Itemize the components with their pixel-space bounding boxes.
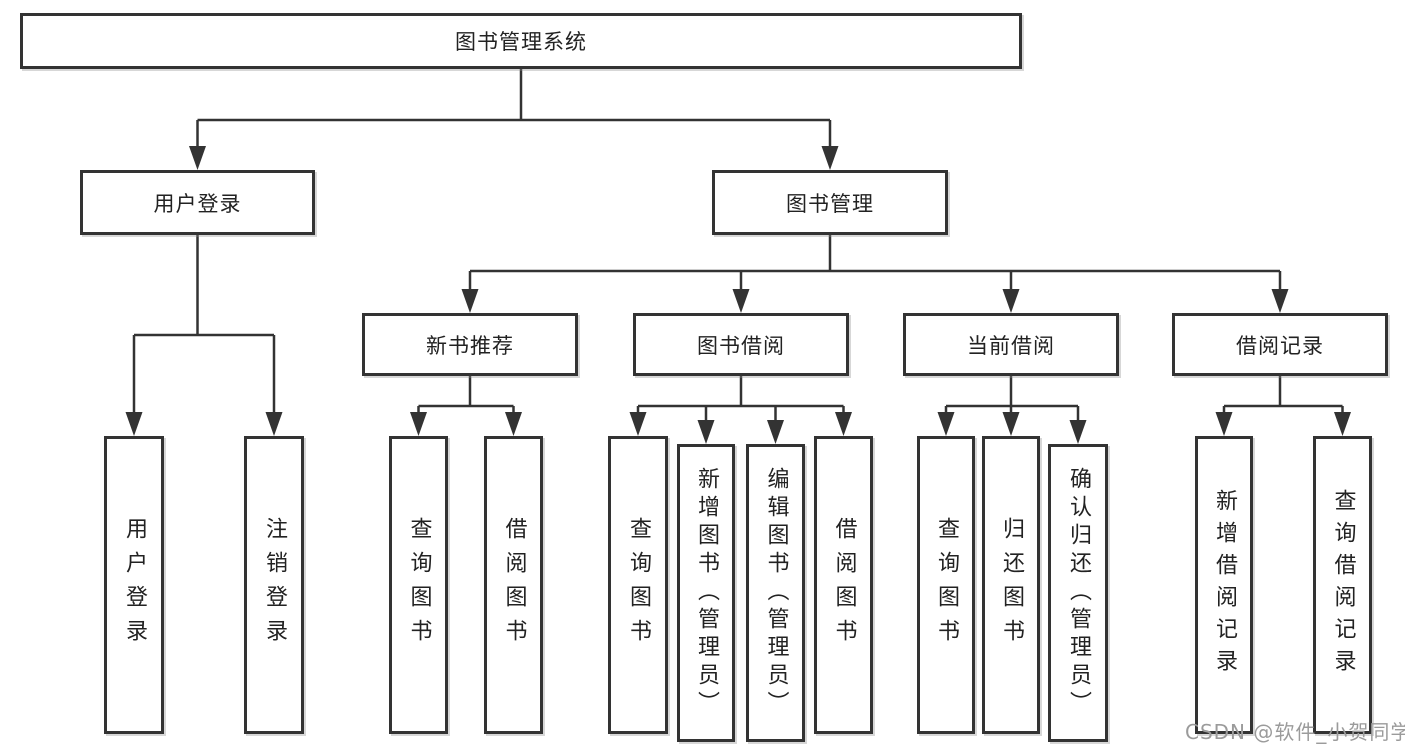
node-leaf-borrow-books-2-label: 借阅图书 — [831, 517, 857, 653]
node-book-management: 图书管理 — [712, 170, 948, 235]
node-leaf-return-books: 归还图书 — [982, 436, 1040, 734]
node-book-borrowing: 图书借阅 — [633, 313, 849, 376]
node-leaf-query-borrow-record-label: 查询借阅记录 — [1330, 489, 1356, 681]
node-leaf-logout-label: 注销登录 — [262, 517, 287, 653]
node-new-book-recommend-label: 新书推荐 — [426, 333, 514, 358]
node-leaf-edit-books-admin: 编辑图书（管理员） — [746, 444, 805, 742]
node-root-label: 图书管理系统 — [455, 30, 587, 54]
node-new-book-recommend: 新书推荐 — [362, 313, 578, 376]
node-book-management-label: 图书管理 — [786, 191, 874, 216]
node-leaf-query-books-3: 查询图书 — [917, 436, 975, 734]
csdn-watermark: CSDN @软件_小贺同学 — [1185, 720, 1405, 744]
node-leaf-borrow-books-1-label: 借阅图书 — [501, 517, 527, 653]
node-leaf-edit-books-admin-label: 编辑图书（管理员） — [763, 467, 789, 719]
node-leaf-add-borrow-record: 新增借阅记录 — [1195, 436, 1253, 734]
node-user-login-label: 用户登录 — [153, 191, 242, 216]
node-leaf-confirm-return-admin: 确认归还（管理员） — [1048, 444, 1108, 742]
node-root: 图书管理系统 — [20, 13, 1022, 69]
node-leaf-query-borrow-record: 查询借阅记录 — [1313, 436, 1372, 734]
node-leaf-query-books-1: 查询图书 — [389, 436, 448, 734]
node-leaf-confirm-return-admin-label: 确认归还（管理员） — [1066, 467, 1091, 719]
node-leaf-logout: 注销登录 — [244, 436, 304, 734]
node-user-login: 用户登录 — [80, 170, 315, 235]
node-borrowing-records-label: 借阅记录 — [1236, 333, 1324, 358]
node-leaf-query-books-3-label: 查询图书 — [934, 517, 959, 653]
node-leaf-add-borrow-record-label: 新增借阅记录 — [1212, 489, 1237, 681]
node-leaf-borrow-books-1: 借阅图书 — [484, 436, 543, 734]
node-current-borrowing-label: 当前借阅 — [967, 333, 1055, 358]
node-current-borrowing: 当前借阅 — [903, 313, 1119, 376]
node-leaf-user-login: 用户登录 — [104, 436, 164, 734]
node-leaf-query-books-2: 查询图书 — [608, 436, 668, 734]
node-book-borrowing-label: 图书借阅 — [697, 333, 785, 358]
node-leaf-query-books-2-label: 查询图书 — [626, 517, 651, 653]
node-leaf-borrow-books-2: 借阅图书 — [814, 436, 873, 734]
node-borrowing-records: 借阅记录 — [1172, 313, 1388, 376]
node-leaf-return-books-label: 归还图书 — [999, 517, 1024, 653]
node-leaf-add-books-admin: 新增图书（管理员） — [677, 444, 735, 742]
node-leaf-query-books-1-label: 查询图书 — [406, 517, 432, 653]
node-leaf-user-login-label: 用户登录 — [122, 517, 147, 653]
node-leaf-add-books-admin-label: 新增图书（管理员） — [694, 467, 719, 719]
